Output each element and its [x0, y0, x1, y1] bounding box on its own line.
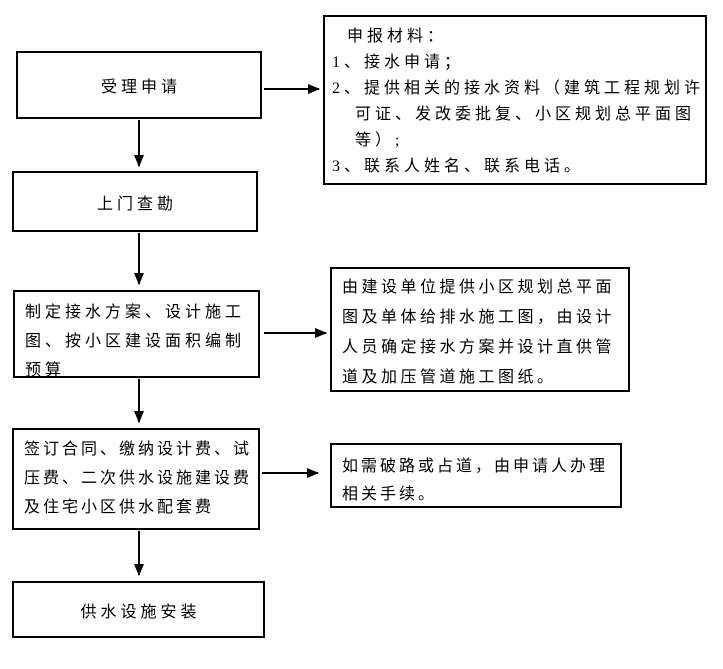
- step-accept-application: 受理申请: [16, 51, 262, 119]
- step-make-plan-budget-line: 预算: [25, 362, 66, 379]
- note-design-details-line: 图及单体给排水施工图，由设计: [342, 309, 616, 326]
- note-application-materials: 申报材料： 1、接水申请； 2、提供相关的接水资料（建筑工程规划许 可证、发改委…: [323, 15, 707, 185]
- note-road-permit: 如需破路或占道，由申请人办理 相关手续。: [330, 443, 622, 508]
- step-make-plan-budget-line: 制定接水方案、设计施工: [25, 304, 246, 321]
- step-install-facilities-label: 供水设施安装: [80, 603, 201, 621]
- step-make-plan-budget: 制定接水方案、设计施工 图、按小区建设面积编制 预算: [13, 290, 260, 379]
- step-sign-contract-fees-line: 压费、二次供水设施建设费: [24, 470, 253, 487]
- note-application-materials-line: 1、接水申请；: [332, 54, 465, 71]
- step-install-facilities: 供水设施安装: [12, 581, 265, 638]
- note-design-details-line: 由建设单位提供小区规划总平面: [342, 279, 616, 296]
- step-make-plan-budget-line: 图、按小区建设面积编制: [25, 333, 246, 350]
- note-road-permit-line: 如需破路或占道，由申请人办理: [342, 458, 609, 475]
- note-design-details-line: 道及加压管道施工图纸。: [342, 369, 557, 386]
- step-sign-contract-fees-line: 签订合同、缴纳设计费、试: [24, 441, 253, 458]
- step-sign-contract-fees: 签订合同、缴纳设计费、试 压费、二次供水设施建设费 及住宅小区供水配套费: [12, 428, 260, 530]
- note-application-materials-line: 可证、发改委批复、小区规划总平面图: [355, 106, 696, 123]
- note-design-details: 由建设单位提供小区规划总平面 图及单体给排水施工图，由设计 人员确定接水方案并设…: [330, 267, 630, 392]
- note-application-materials-line: 2、提供相关的接水资料（建筑工程规划许: [332, 80, 705, 97]
- note-application-materials-line: 3、联系人姓名、联系电话。: [332, 158, 585, 175]
- step-onsite-survey-label: 上门查勘: [96, 195, 177, 213]
- note-design-details-line: 人员确定接水方案并设计直供管: [342, 339, 616, 356]
- step-sign-contract-fees-line: 及住宅小区供水配套费: [24, 499, 215, 516]
- note-application-materials-line: 等）;: [355, 132, 404, 149]
- step-onsite-survey: 上门查勘: [12, 171, 258, 232]
- note-road-permit-line: 相关手续。: [342, 486, 438, 503]
- step-accept-application-label: 受理申请: [100, 79, 181, 96]
- note-application-materials-line: 申报材料：: [347, 28, 448, 45]
